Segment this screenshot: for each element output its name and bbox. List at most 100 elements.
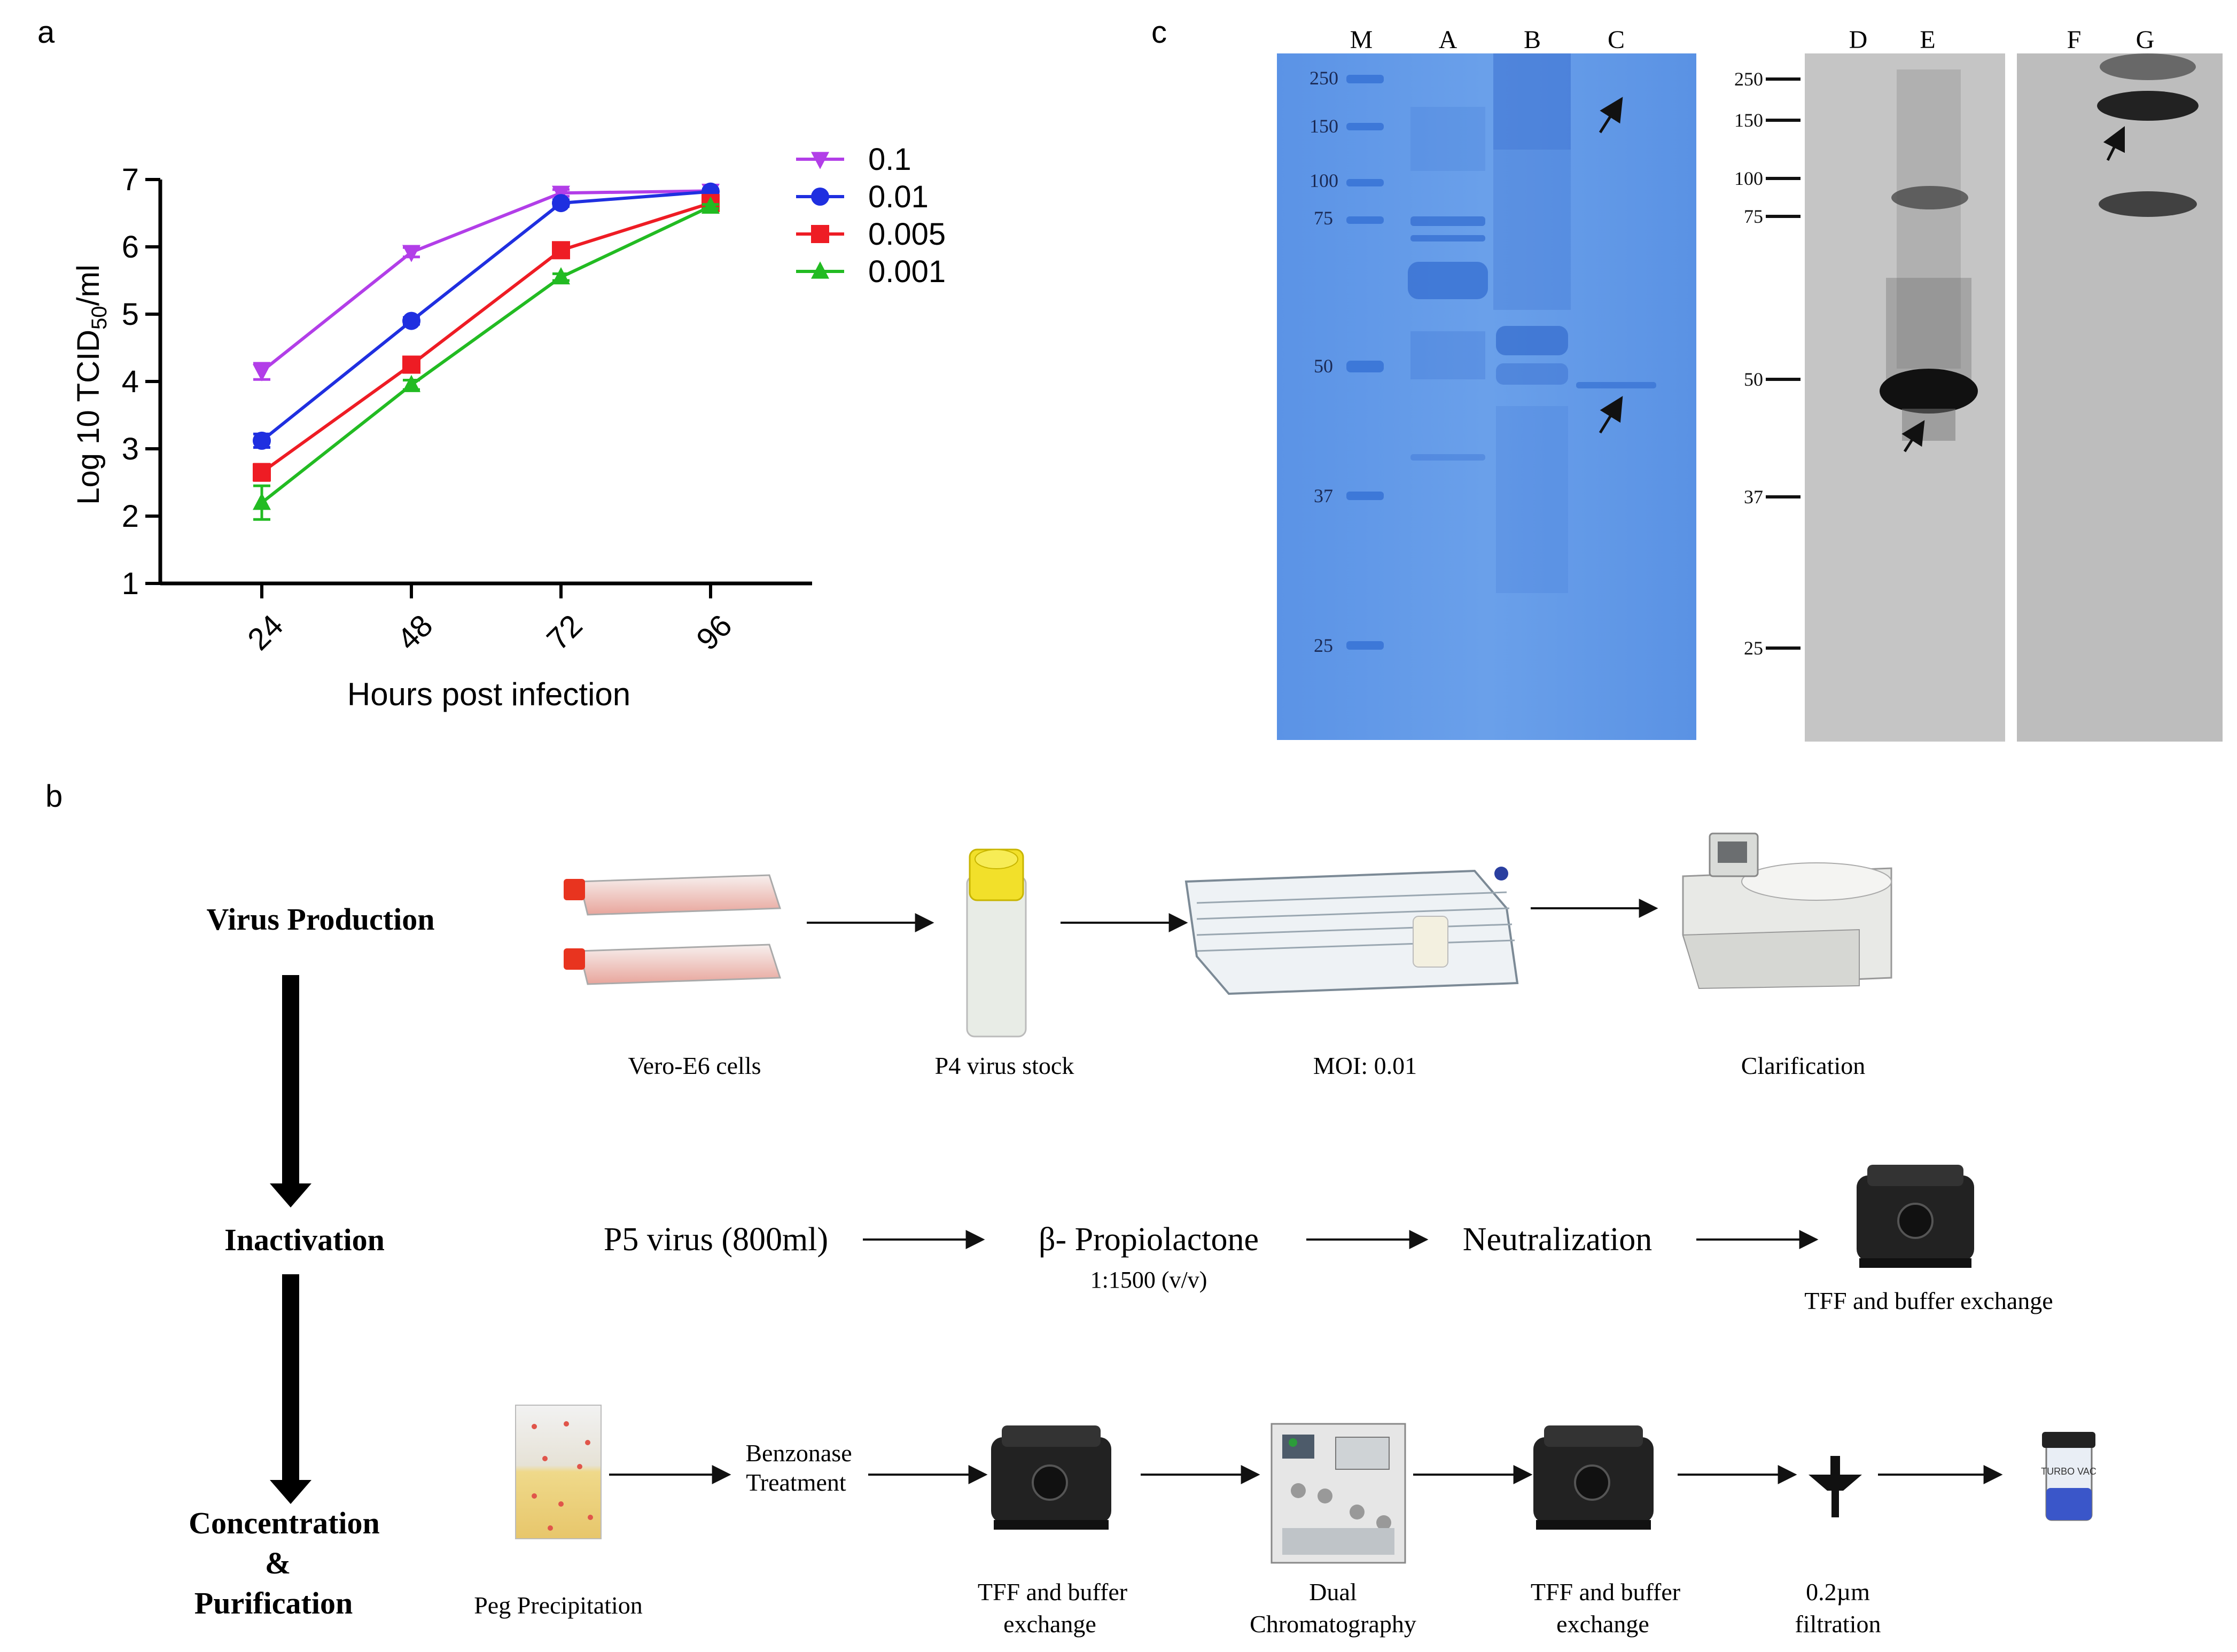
syringe-filter-icon bbox=[1809, 1456, 1862, 1517]
cell-flask-icon bbox=[564, 874, 782, 985]
series-0.005 bbox=[253, 194, 720, 482]
cell-factory-icon bbox=[1184, 867, 1519, 995]
series-0.001 bbox=[253, 196, 720, 521]
gel-arrow-upper bbox=[1599, 97, 1623, 134]
panel-label-b: b bbox=[45, 779, 63, 814]
step-bpl: β- Propiolactone bbox=[1039, 1221, 1259, 1258]
data-point bbox=[811, 188, 829, 206]
wb-mw-label-75: 75 bbox=[1744, 206, 1763, 227]
chromatography-system-icon bbox=[1271, 1423, 1406, 1564]
western-blot-2-bands bbox=[2097, 53, 2199, 217]
y-axis-label: Log 10 TCID50/ml bbox=[71, 264, 111, 505]
y-tick-label: 3 bbox=[122, 432, 139, 466]
data-point bbox=[702, 196, 720, 214]
legend-item: 0.01 bbox=[796, 180, 929, 214]
data-point bbox=[402, 311, 420, 330]
step-bpl-ratio: 1:1500 (v/v) bbox=[1090, 1267, 1207, 1293]
data-point bbox=[253, 431, 271, 450]
product-vial-icon: TURBO VAC bbox=[2041, 1432, 2096, 1521]
legend-label: 0.005 bbox=[868, 217, 946, 252]
caption-peg: Peg Precipitation bbox=[474, 1592, 643, 1619]
caption-moi: MOI: 0.01 bbox=[1313, 1052, 1417, 1079]
peg-tube-icon bbox=[515, 1405, 602, 1539]
tff-pump-icon-1 bbox=[1857, 1165, 1974, 1268]
wb-mw-label-250: 250 bbox=[1734, 68, 1763, 90]
y-tick-label: 5 bbox=[122, 297, 139, 332]
marker-ladder bbox=[1346, 75, 1384, 650]
lane-label-c: C bbox=[1608, 26, 1625, 54]
lane-c-band bbox=[1576, 382, 1656, 388]
x-tick-label: 72 bbox=[540, 608, 589, 657]
caption-dual-line1: Dual bbox=[1309, 1578, 1357, 1606]
data-point bbox=[811, 225, 829, 243]
legend-item: 0.005 bbox=[796, 217, 946, 252]
caption-tff1-line1: TFF and buffer bbox=[978, 1578, 1127, 1606]
y-tick-label: 7 bbox=[122, 162, 139, 197]
x-tick-label: 48 bbox=[391, 608, 440, 657]
data-point bbox=[552, 267, 570, 285]
data-point bbox=[552, 194, 570, 213]
data-point bbox=[253, 364, 271, 381]
panel-label-a: a bbox=[37, 15, 55, 50]
data-point bbox=[552, 241, 570, 260]
centrifuge-icon bbox=[1682, 832, 1892, 989]
step-benzonase-2: Treatment bbox=[746, 1469, 846, 1496]
legend-label: 0.01 bbox=[868, 180, 929, 214]
tff-pump-icon-2 bbox=[991, 1425, 1111, 1530]
gel-arrow-lower bbox=[1599, 396, 1623, 434]
vial-label: TURBO VAC bbox=[2041, 1466, 2096, 1477]
series-0.01 bbox=[253, 182, 720, 450]
lane-label-m: M bbox=[1350, 26, 1373, 54]
caption-tff2-line1: TFF and buffer bbox=[1531, 1578, 1680, 1606]
stage-virus-production: Virus Production bbox=[207, 902, 435, 937]
wb-mw-label-50: 50 bbox=[1744, 369, 1763, 390]
y-tick-label: 1 bbox=[122, 566, 139, 601]
stage-arrow-1 bbox=[270, 975, 311, 1207]
panel-label-c: c bbox=[1151, 15, 1167, 50]
data-point bbox=[811, 261, 829, 279]
process-flow: Virus Production Inactivation Concentrat… bbox=[189, 832, 2096, 1638]
caption-filter-line2: filtration bbox=[1795, 1610, 1881, 1638]
wb-mw-label-100: 100 bbox=[1734, 168, 1763, 189]
caption-tff2-line2: exchange bbox=[1556, 1610, 1649, 1638]
series-line bbox=[261, 190, 711, 442]
mw-label-100: 100 bbox=[1310, 170, 1338, 191]
data-point bbox=[253, 493, 271, 510]
stage-concentration: Concentration bbox=[189, 1506, 380, 1540]
lane-label-a: A bbox=[1439, 26, 1457, 54]
caption-filter-line1: 0.2µm bbox=[1806, 1578, 1870, 1606]
tff-pump-icon-3 bbox=[1533, 1425, 1654, 1530]
legend-label: 0.001 bbox=[868, 254, 946, 289]
western-blot-1-bands bbox=[1880, 69, 1978, 441]
data-point bbox=[402, 375, 420, 392]
lane-a-bands bbox=[1408, 107, 1488, 461]
x-axis-label: Hours post infection bbox=[347, 676, 630, 712]
y-axis-label-sub: 50 bbox=[88, 306, 111, 330]
series-line bbox=[261, 201, 711, 474]
y-axis-label-tail: /ml bbox=[71, 264, 106, 306]
step-neutralization: Neutralization bbox=[1463, 1221, 1653, 1258]
lane-label-d: D bbox=[1849, 26, 1868, 54]
western-blot-2 bbox=[2017, 53, 2223, 742]
mw-label-37: 37 bbox=[1314, 485, 1333, 506]
mw-label-25: 25 bbox=[1314, 635, 1333, 656]
caption-clarification: Clarification bbox=[1741, 1052, 1865, 1079]
wb-mw-label-25: 25 bbox=[1744, 637, 1763, 659]
data-point bbox=[253, 463, 271, 482]
legend-label: 0.1 bbox=[868, 142, 911, 177]
caption-dual-line2: Chromatography bbox=[1250, 1610, 1416, 1638]
data-point bbox=[811, 152, 829, 169]
data-point bbox=[402, 245, 420, 262]
lane-label-b: B bbox=[1524, 26, 1541, 54]
lane-b-bands bbox=[1493, 53, 1571, 593]
x-tick-label: 24 bbox=[241, 608, 290, 657]
wb-mw-label-150: 150 bbox=[1734, 110, 1763, 131]
y-tick-label: 2 bbox=[122, 499, 139, 534]
western2-arrow bbox=[2103, 126, 2125, 161]
step-p5-virus: P5 virus (800ml) bbox=[604, 1221, 828, 1258]
y-tick-label: 4 bbox=[122, 364, 139, 399]
lane-label-e: E bbox=[1920, 26, 1935, 54]
western1-arrow bbox=[1901, 420, 1925, 453]
mw-label-50: 50 bbox=[1314, 355, 1333, 377]
